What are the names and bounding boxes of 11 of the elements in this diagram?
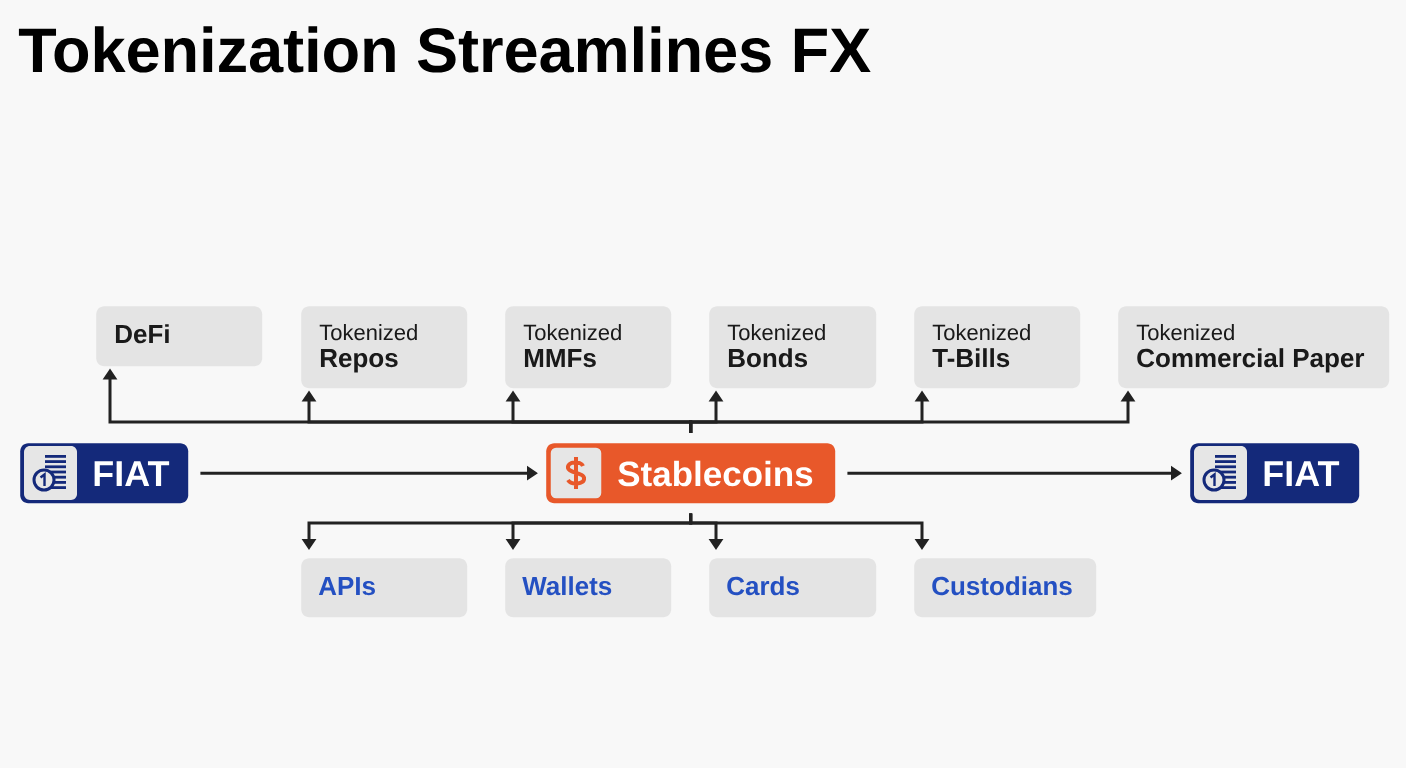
channel-box: Cards xyxy=(709,558,877,618)
asset-box: Tokenized Bonds xyxy=(709,306,877,389)
asset-box: Tokenized MMFs xyxy=(505,306,672,389)
asset-box: Tokenized Commercial Paper xyxy=(1118,306,1390,389)
channel-box: Wallets xyxy=(505,558,672,618)
asset-box: Tokenized T-Bills xyxy=(914,306,1081,389)
asset-box: Tokenized Repos xyxy=(301,306,468,389)
title: Tokenization Streamlines FX xyxy=(18,26,871,73)
channel-box: APIs xyxy=(301,558,468,618)
asset-box: DeFi xyxy=(96,306,263,367)
channel-box: Custodians xyxy=(914,558,1097,618)
